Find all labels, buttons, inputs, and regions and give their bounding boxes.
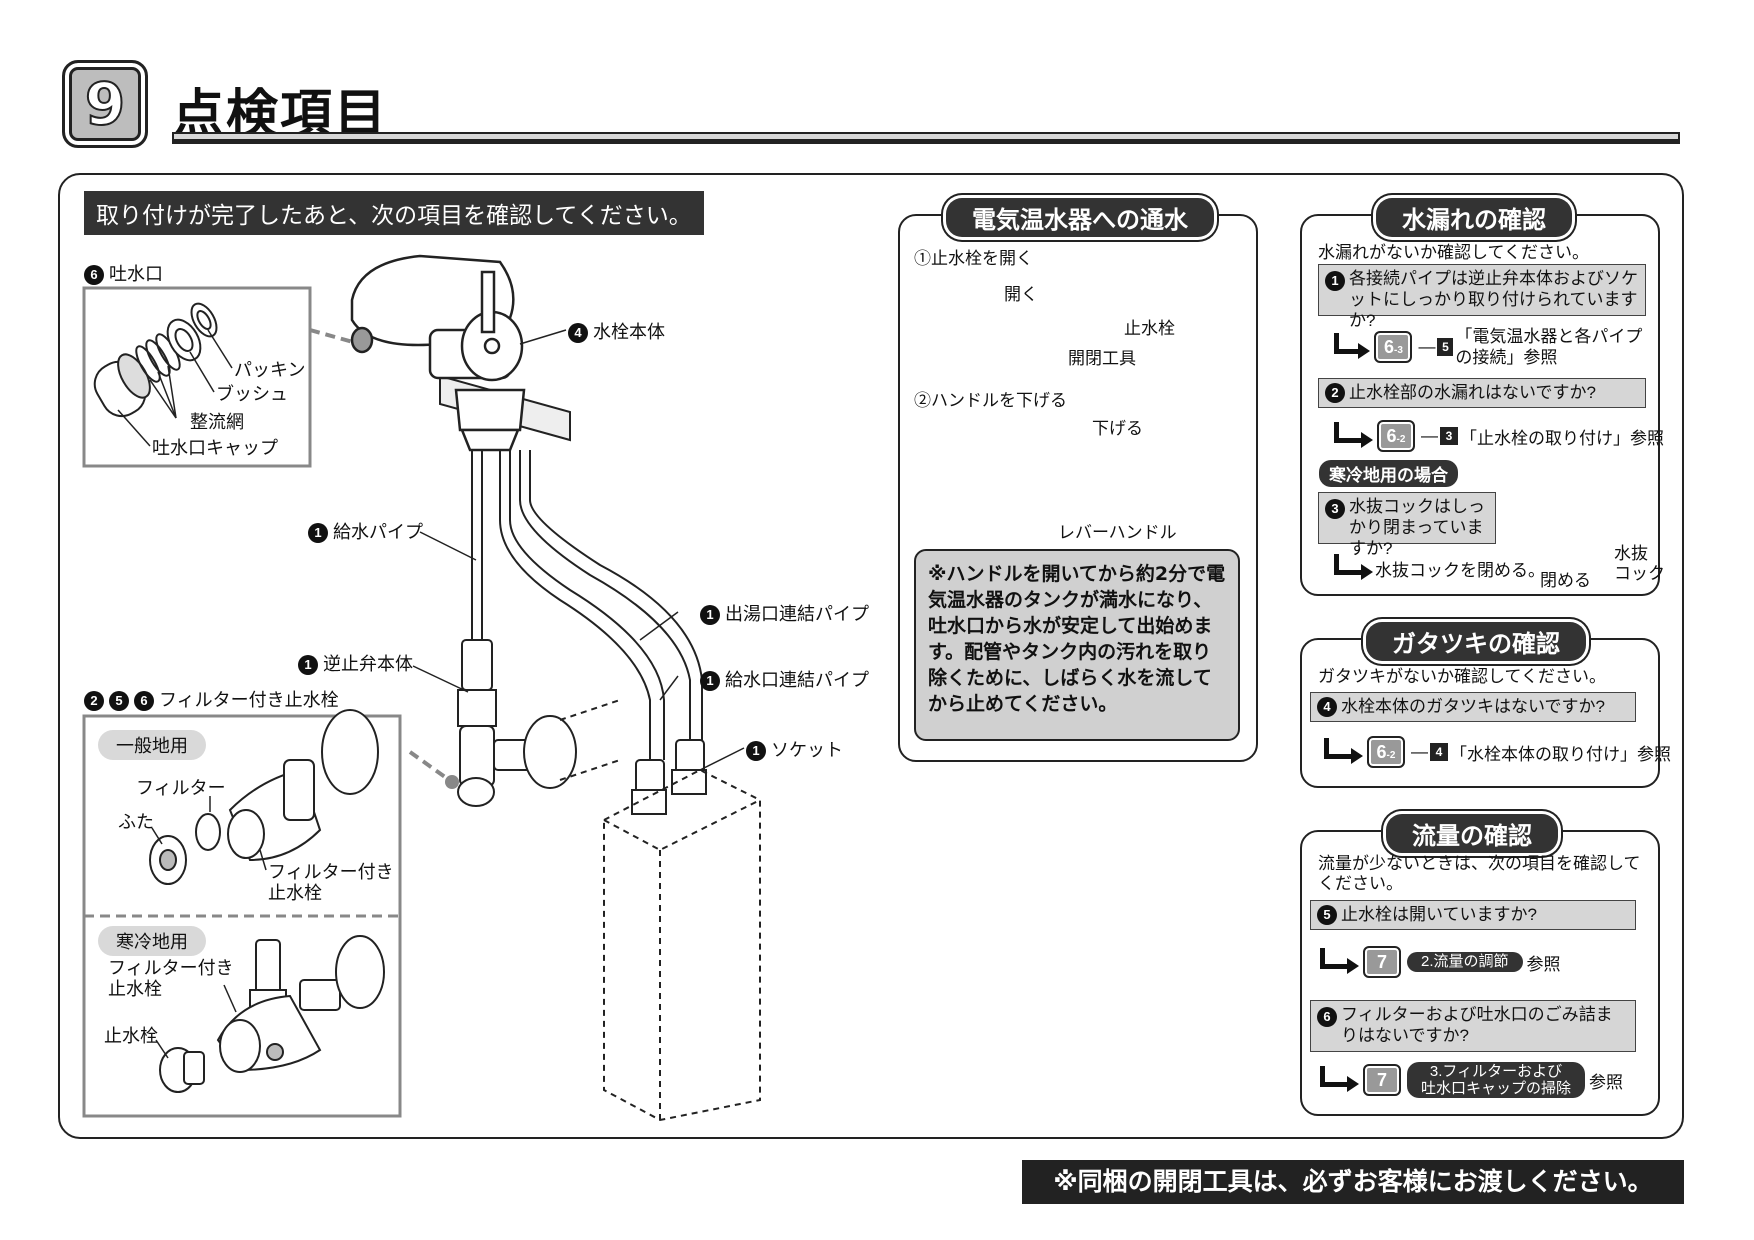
faucet-body-icon [350, 254, 526, 452]
close-label: 閉める [1540, 571, 1591, 590]
socket-icon [631, 739, 707, 815]
packing-icon [190, 302, 218, 338]
ref-pill: 2.流量の調節 [1407, 952, 1523, 972]
flow-lead: 流量が少ないときは、次の項目を確認してください。 [1318, 854, 1641, 893]
lower-label: 下げる [1092, 419, 1143, 438]
leak-ref-1[interactable]: 6-3—5「電気温水器と各パイプの接続」参照 [1334, 326, 1650, 368]
flow-check-panel-title: 流量の確認 [1386, 814, 1558, 853]
leak-lead: 水漏れがないか確認してください。 [1318, 243, 1589, 262]
leak-check-panel-title: 水漏れの確認 [1376, 198, 1572, 237]
leak-ref-2[interactable]: 6-2—3「止水栓の取り付け」参照 [1334, 420, 1664, 452]
check-valve-icon [457, 639, 577, 807]
cold-filter-valve-label: フィルター付き 止水栓 [108, 958, 234, 999]
open-label: 開く [1004, 285, 1038, 304]
page-ref-badge: 6-3 [1374, 331, 1413, 363]
arrow-icon [1320, 1065, 1359, 1092]
arrow-icon [1320, 947, 1359, 974]
drain-cock-label: 水抜 コック [1614, 544, 1665, 583]
water-step2: ②ハンドルを下げる [914, 391, 1067, 410]
section-number: 9 [84, 69, 126, 139]
intro-banner: 取り付けが完了したあと、次の項目を確認してください。 [84, 191, 704, 235]
filter-label: フィルター [136, 778, 226, 798]
rattle-check-panel-title: ガタツキの確認 [1366, 622, 1586, 661]
general-region-tag: 一般地用 [98, 730, 206, 760]
bush-label: ブッシュ [216, 384, 288, 404]
arrow-icon [1324, 737, 1363, 764]
page-ref-badge: 7 [1363, 1064, 1401, 1096]
rattle-ref-4[interactable]: 6-2—4「水栓本体の取り付け」参照 [1324, 736, 1671, 768]
footer-notice: ※同梱の開閉工具は、必ずお客様にお渡しください。 [1022, 1160, 1684, 1204]
water-flow-panel-title: 電気温水器への通水 [946, 198, 1214, 237]
spout-cap-label: 吐水口キャップ [152, 438, 278, 458]
section-number-badge: 9 [62, 60, 148, 148]
lever-handle-label: レバーハンドル [1058, 523, 1177, 542]
filter-valve-cold-icon [159, 935, 385, 1093]
tool-label: 開閉工具 [1068, 349, 1136, 368]
water-heater-tank-icon [603, 768, 761, 1122]
water-warning-box: ※ハンドルを開いてから約2分で電気温水器のタンクが満水になり、吐水口から水が安定… [914, 549, 1240, 741]
page-ref-badge: 7 [1363, 946, 1401, 978]
filter-valve-general-icon [149, 709, 379, 885]
page-ref-badge: 6-2 [1377, 420, 1415, 452]
water-stop-valve-label: 止水栓 [1124, 319, 1175, 338]
water-step1: ①止水栓を開く [914, 249, 1033, 268]
arrow-icon [1334, 332, 1372, 359]
mesh-label: 整流網 [190, 412, 244, 432]
page-ref-badge: 6-2 [1367, 736, 1405, 768]
lid-label: ふた [118, 812, 154, 832]
general-filter-valve-label: フィルター付き 止水栓 [268, 862, 394, 903]
leak-ref-3: 水抜コックを閉める。 [1334, 554, 1545, 581]
packing-label: パッキン [234, 360, 306, 380]
cold-region-case-tag: 寒冷地用の場合 [1319, 460, 1458, 487]
bush-icon [166, 318, 202, 362]
stop-valve-label: 止水栓 [104, 1026, 158, 1046]
arrow-icon [1334, 421, 1373, 448]
ref-pill: 3.フィルターおよび 吐水口キャップの掃除 [1407, 1062, 1586, 1098]
main-frame [58, 173, 1684, 1139]
cold-region-tag: 寒冷地用 [98, 926, 206, 956]
rattle-lead: ガタツキがないか確認してください。 [1318, 667, 1606, 686]
arrow-icon [1334, 554, 1373, 580]
spout-detail-box [82, 286, 312, 468]
spout-cap-icon [93, 353, 151, 418]
title-underline [172, 132, 1680, 144]
